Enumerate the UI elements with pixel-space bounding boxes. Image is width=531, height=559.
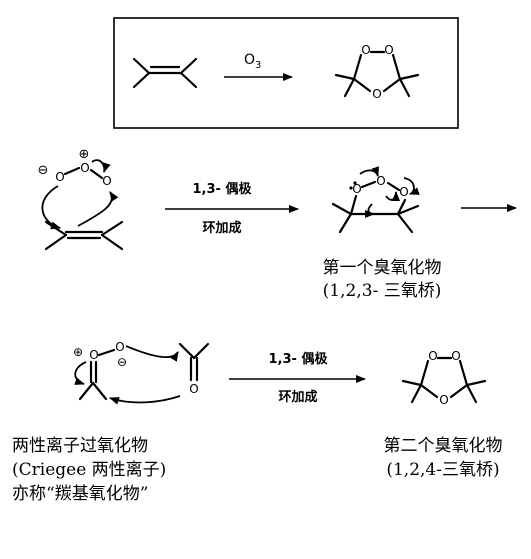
- step1-ozone-addition: O O O ⊖ ⊕ 1,3- 偶极 环加成 O: [38, 147, 517, 301]
- step2-arrow-label-bottom: 环加成: [278, 389, 317, 405]
- ozonide-o-left-top: O: [361, 43, 370, 57]
- alkene-structure: [132, 57, 198, 89]
- step1-arrow-label-top: 1,3- 偶极: [193, 181, 253, 197]
- molozonide-o-right: O: [399, 185, 408, 199]
- zwitterion-o1: O: [89, 348, 98, 362]
- ozonide-o-right-top: O: [384, 43, 393, 57]
- ozonide-o-bottom: O: [372, 87, 381, 101]
- zwitterion-caption-1: 两性离子过氧化物: [12, 436, 148, 456]
- criegee-zwitterion-structure: ⊕ O O ⊖: [73, 340, 127, 401]
- final-ozonide-caption-2: (1,2,4-三氧桥): [386, 460, 499, 480]
- positive-charge-symbol: ⊕: [79, 147, 90, 162]
- final-ozonide-caption-1: 第二个臭氧化物: [384, 436, 503, 456]
- zwitterion-caption-3: 亦称“羰基氧化物”: [12, 484, 148, 504]
- ozone-o-right: O: [102, 174, 111, 188]
- ozone-reaction-arrow: O3: [224, 52, 293, 81]
- zwitterion-plus-charge: ⊕: [73, 345, 83, 359]
- ozone-o-left: O: [55, 170, 64, 184]
- zwitterion-minus-charge: ⊖: [117, 355, 127, 369]
- final-ozonide-o-right-top: O: [451, 349, 460, 363]
- step2-reaction-arrow: 1,3- 偶极 环加成: [229, 351, 366, 405]
- ozone-alkene-complex: O O O ⊖ ⊕: [38, 147, 124, 251]
- summary-reaction-box: O3 O O O: [113, 17, 459, 129]
- final-ozonide-structure: O O O: [401, 349, 487, 407]
- molozonide-o-left: O: [352, 182, 361, 196]
- step2-arrow-label-top: 1,3- 偶极: [269, 351, 329, 367]
- primary-ozonide-caption-2: (1,2,3- 三氧桥): [323, 281, 442, 301]
- step1-arrow-label-bottom: 环加成: [202, 220, 241, 236]
- reagent-label: O3: [244, 52, 261, 71]
- zwitterion-caption-2: (Criegee 两性离子): [12, 460, 166, 480]
- step2-recombination: ⊕ O O ⊖ O 1,3- 偶极 环加成: [12, 340, 503, 504]
- negative-charge-symbol: ⊖: [38, 163, 49, 178]
- carbonyl-o: O: [189, 382, 198, 396]
- primary-ozonide-structure: O O O: [331, 166, 420, 234]
- final-ozonide-o-left-top: O: [428, 349, 437, 363]
- ozone-o-middle: O: [80, 161, 89, 175]
- carbonyl-structure: O: [178, 342, 210, 396]
- molozonide-o-middle: O: [376, 174, 385, 188]
- recombination-arrow-lower: [109, 395, 181, 405]
- step1-reaction-arrow: 1,3- 偶极 环加成: [165, 181, 299, 236]
- ozonide-structure-summary: O O O: [334, 43, 420, 101]
- final-ozonide-o-bottom: O: [439, 393, 448, 407]
- zwitterion-o2: O: [115, 340, 124, 354]
- recombination-arrow-upper: [125, 345, 179, 362]
- primary-ozonide-caption-1: 第一个臭氧化物: [323, 258, 442, 278]
